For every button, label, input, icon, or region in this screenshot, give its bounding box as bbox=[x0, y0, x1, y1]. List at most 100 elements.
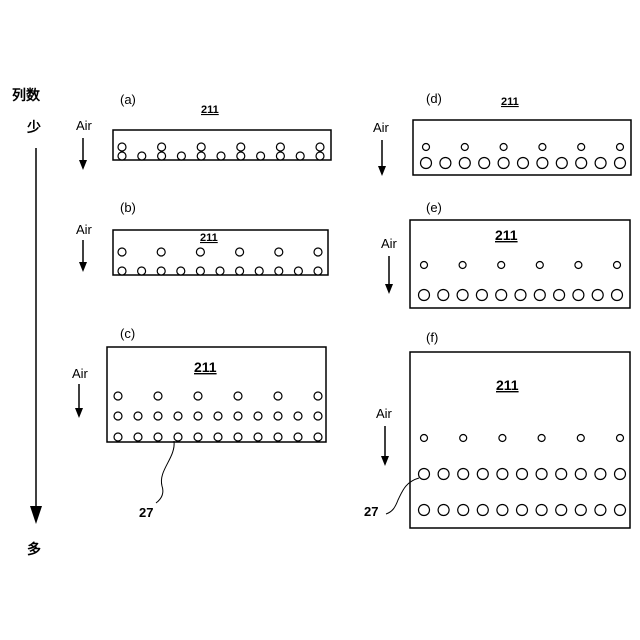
tube-hole-top bbox=[421, 435, 428, 442]
tube-hole-top bbox=[575, 262, 582, 269]
panels: (a)Air211(b)Air211(c)Air21127(d)Air211(e… bbox=[72, 91, 631, 528]
tube-hole-mid bbox=[497, 469, 508, 480]
tube-hole-bottom bbox=[479, 158, 490, 169]
tube-hole-bottom bbox=[216, 267, 224, 275]
tube-hole-bottom bbox=[138, 267, 146, 275]
tube-hole-top bbox=[196, 248, 204, 256]
tube-hole-bottom bbox=[476, 290, 487, 301]
panel-label: (b) bbox=[120, 200, 136, 215]
tube-hole-bottom bbox=[118, 267, 126, 275]
leader-line bbox=[156, 441, 174, 503]
tube-hole-bottom bbox=[477, 505, 488, 516]
tube-hole-bottom bbox=[296, 152, 304, 160]
reference-numeral: 211 bbox=[501, 96, 519, 108]
tube-hole-bottom bbox=[496, 290, 507, 301]
tube-hole-bottom bbox=[158, 152, 166, 160]
tube-hole-top bbox=[276, 143, 284, 151]
tube-hole-top bbox=[118, 143, 126, 151]
tube-hole-top bbox=[499, 435, 506, 442]
panel-a: (a)Air211 bbox=[76, 92, 331, 170]
tube-hole-bottom bbox=[537, 158, 548, 169]
tube-hole-top bbox=[274, 392, 282, 400]
tube-hole-mid bbox=[615, 469, 626, 480]
tube-hole-bottom bbox=[254, 433, 262, 441]
tube-hole-top bbox=[421, 262, 428, 269]
tube-hole-top bbox=[539, 144, 546, 151]
air-flow-label: Air bbox=[76, 118, 93, 133]
tube-hole-mid bbox=[517, 469, 528, 480]
tube-hole-bottom bbox=[316, 152, 324, 160]
air-flow-arrowhead bbox=[378, 166, 386, 176]
reference-numeral: 211 bbox=[496, 377, 519, 393]
tube-hole-bottom bbox=[615, 158, 626, 169]
panel-label: (e) bbox=[426, 200, 442, 215]
tube-hole-bottom bbox=[576, 158, 587, 169]
tube-hole-bottom bbox=[419, 290, 430, 301]
tube-hole-mid bbox=[458, 469, 469, 480]
tube-hole-bottom bbox=[498, 158, 509, 169]
tube-hole-top bbox=[197, 143, 205, 151]
tube-hole-mid bbox=[134, 412, 142, 420]
reference-numeral: 211 bbox=[201, 104, 219, 116]
tube-hole-bottom bbox=[612, 290, 623, 301]
air-flow-label: Air bbox=[72, 366, 89, 381]
tube-hole-bottom bbox=[134, 433, 142, 441]
tube-hole-bottom bbox=[592, 290, 603, 301]
tube-hole-bottom bbox=[257, 152, 265, 160]
tube-hole-mid bbox=[477, 469, 488, 480]
tube-hole-bottom bbox=[234, 433, 242, 441]
tube-hole-bottom bbox=[518, 158, 529, 169]
tube-hole-top bbox=[617, 435, 624, 442]
tube-hole-bottom bbox=[118, 152, 126, 160]
tube-hole-bottom bbox=[440, 158, 451, 169]
tube-hole-bottom bbox=[237, 152, 245, 160]
tube-hole-bottom bbox=[595, 505, 606, 516]
tube-hole-top bbox=[314, 248, 322, 256]
tube-hole-mid bbox=[194, 412, 202, 420]
leader-label: 27 bbox=[139, 505, 153, 520]
tube-hole-bottom bbox=[274, 433, 282, 441]
tube-hole-top bbox=[316, 143, 324, 151]
tube-hole-bottom bbox=[114, 433, 122, 441]
tube-hole-mid bbox=[595, 469, 606, 480]
tube-hole-top bbox=[158, 143, 166, 151]
tube-hole-mid bbox=[556, 469, 567, 480]
tube-hole-bottom bbox=[214, 433, 222, 441]
tube-hole-top bbox=[578, 144, 585, 151]
tube-hole-mid bbox=[274, 412, 282, 420]
tube-hole-bottom bbox=[536, 505, 547, 516]
tube-hole-mid bbox=[254, 412, 262, 420]
panel-f: (f)Air21127 bbox=[364, 330, 630, 528]
tube-hole-mid bbox=[536, 469, 547, 480]
tube-hole-mid bbox=[214, 412, 222, 420]
tube-hole-mid bbox=[154, 412, 162, 420]
reference-numeral: 211 bbox=[200, 232, 218, 244]
tube-hole-top bbox=[577, 435, 584, 442]
tube-hole-bottom bbox=[174, 433, 182, 441]
air-flow-arrowhead bbox=[385, 284, 393, 294]
tube-hole-mid bbox=[114, 412, 122, 420]
tube-hole-bottom bbox=[595, 158, 606, 169]
tube-hole-bottom bbox=[457, 290, 468, 301]
tube-hole-bottom bbox=[294, 267, 302, 275]
leader-label: 27 bbox=[364, 504, 378, 519]
tube-hole-bottom bbox=[294, 433, 302, 441]
tube-hole-top bbox=[459, 262, 466, 269]
tube-hole-bottom bbox=[615, 505, 626, 516]
air-flow-label: Air bbox=[381, 236, 398, 251]
panel-label: (c) bbox=[120, 326, 135, 341]
axis-top-label: 少 bbox=[26, 119, 41, 135]
tube-hole-bottom bbox=[554, 290, 565, 301]
tube-hole-top bbox=[617, 144, 624, 151]
tube-hole-mid bbox=[314, 412, 322, 420]
tube-hole-top bbox=[275, 248, 283, 256]
tube-hole-top bbox=[536, 262, 543, 269]
panel-label: (f) bbox=[426, 330, 438, 345]
tube-hole-bottom bbox=[217, 152, 225, 160]
air-flow-arrowhead bbox=[75, 408, 83, 418]
tube-hole-bottom bbox=[556, 158, 567, 169]
tube-hole-bottom bbox=[138, 152, 146, 160]
tube-hole-bottom bbox=[154, 433, 162, 441]
tube-hole-bottom bbox=[515, 290, 526, 301]
tube-hole-top bbox=[236, 248, 244, 256]
